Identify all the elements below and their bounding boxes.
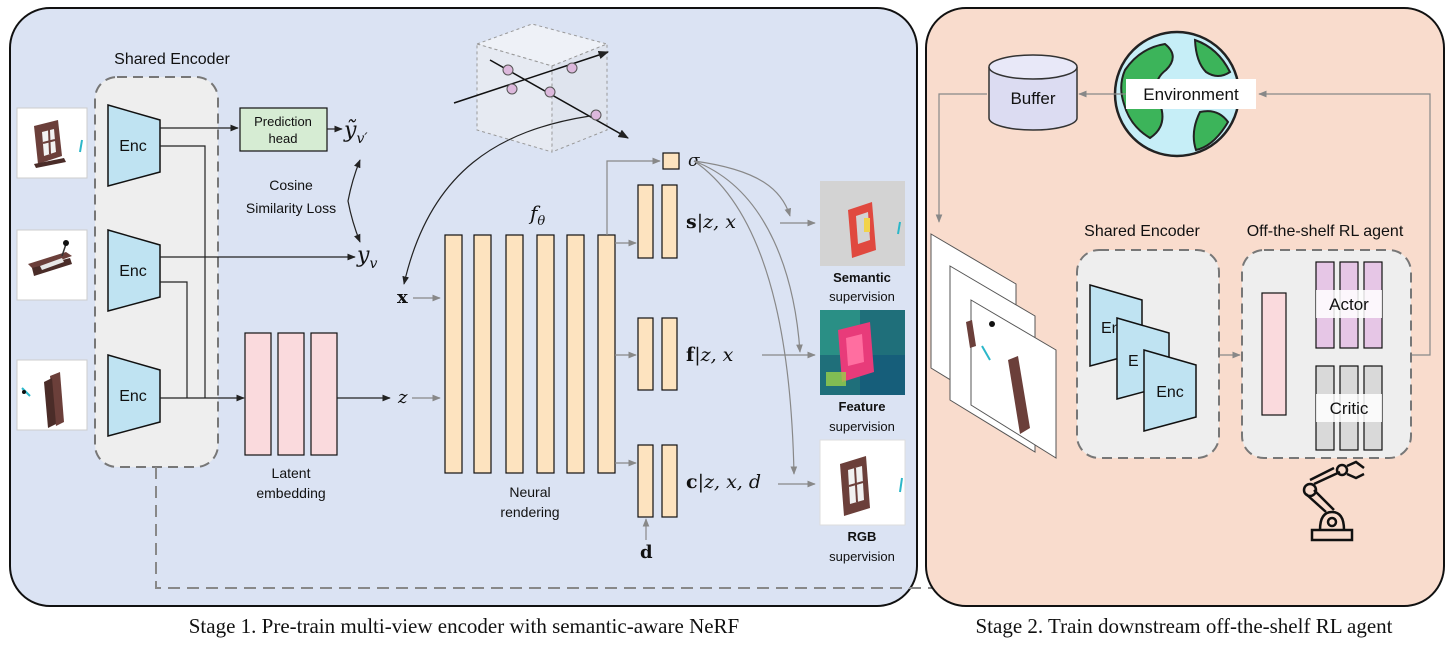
stage2-loop-arrows bbox=[935, 90, 1431, 359]
y-label: yv bbox=[356, 243, 377, 272]
buffer-cylinder bbox=[988, 54, 1078, 131]
latent-embedding bbox=[244, 332, 338, 456]
rl-latent-bar bbox=[1261, 292, 1287, 416]
stage2-encoder-3-label: Enc bbox=[1156, 384, 1184, 401]
x-label: x bbox=[397, 287, 408, 308]
input-view-1 bbox=[16, 107, 88, 179]
feature-supervision-image bbox=[820, 310, 905, 395]
stage2-encoder-2-label: E bbox=[1128, 353, 1139, 370]
loss-brace bbox=[347, 159, 361, 243]
encoder-1-label: Enc bbox=[119, 138, 147, 155]
environment-label: Environment bbox=[1143, 85, 1239, 104]
encoder-3-label: Enc bbox=[119, 388, 147, 405]
semantic-supervision-title: Semantic bbox=[833, 270, 891, 285]
output-head-semantic bbox=[615, 184, 678, 259]
loss-label-line2: Similarity Loss bbox=[246, 200, 336, 216]
actor-label: Actor bbox=[1329, 295, 1369, 314]
rgb-supervision-title: RGB bbox=[848, 529, 877, 544]
semantic-supervision-image bbox=[820, 181, 905, 266]
encoder-2: Enc bbox=[107, 229, 161, 312]
stage1-panel bbox=[9, 7, 918, 607]
critic-network: Critic bbox=[1315, 365, 1383, 451]
z-label: z bbox=[397, 387, 408, 408]
environment-label-bg bbox=[1126, 79, 1256, 109]
actor-network: Actor bbox=[1315, 261, 1383, 349]
output-head-feature bbox=[615, 317, 678, 391]
rgb-supervision-image bbox=[819, 439, 906, 526]
stage2-caption: Stage 2. Train downstream off-the-shelf … bbox=[975, 614, 1392, 638]
prediction-head-line1: Prediction bbox=[254, 114, 312, 129]
neural-label-line2: rendering bbox=[500, 504, 559, 520]
neural-label-line1: Neural bbox=[509, 484, 550, 500]
prediction-head: Prediction head bbox=[239, 107, 328, 152]
encoder-1: Enc bbox=[107, 104, 161, 187]
cube-to-x-arrow bbox=[402, 115, 591, 285]
semantic-supervision-sub: supervision bbox=[829, 289, 895, 304]
supervision-arrows bbox=[693, 160, 816, 488]
output-label-rgb: c|z, x, d bbox=[686, 471, 761, 493]
encoder-3: Enc bbox=[107, 354, 161, 437]
prediction-head-line2: head bbox=[269, 131, 298, 146]
encoder-transfer-dashed-arrow bbox=[155, 465, 1155, 589]
output-head-rgb bbox=[615, 444, 678, 518]
critic-label: Critic bbox=[1330, 399, 1369, 418]
stage2-encoder-3: Enc bbox=[1143, 349, 1197, 432]
feature-supervision-title: Feature bbox=[839, 399, 886, 414]
sigma-box bbox=[662, 152, 680, 170]
feature-supervision-sub: supervision bbox=[829, 419, 895, 434]
loss-label-line1: Cosine bbox=[269, 177, 313, 193]
latent-label-line1: Latent bbox=[272, 465, 311, 481]
output-label-semantic: s|z, x bbox=[686, 211, 736, 233]
input-view-3 bbox=[16, 359, 88, 431]
nerf-mlp bbox=[444, 234, 616, 474]
stage2-shared-encoder-title: Shared Encoder bbox=[1084, 223, 1200, 240]
rl-agent-title: Off-the-shelf RL agent bbox=[1247, 223, 1404, 240]
nerf-to-sigma-line bbox=[606, 157, 661, 235]
stage2-encoder-1-label: En bbox=[1101, 320, 1121, 337]
output-label-feature: f|z, x bbox=[686, 344, 734, 366]
rgb-supervision-sub: supervision bbox=[829, 549, 895, 564]
encoder-2-label: Enc bbox=[119, 263, 147, 280]
observation-stack bbox=[930, 233, 1057, 459]
shared-encoder-title: Shared Encoder bbox=[114, 51, 230, 68]
ray-cube bbox=[453, 23, 629, 153]
y-tilde-label: ỹv′ bbox=[343, 118, 368, 147]
robot-arm-icon bbox=[1302, 460, 1365, 542]
encoder-connections bbox=[160, 124, 356, 402]
stage1-caption: Stage 1. Pre-train multi-view encoder wi… bbox=[189, 614, 740, 638]
d-label: d bbox=[640, 542, 653, 563]
input-view-2 bbox=[16, 229, 88, 301]
latent-label-line2: embedding bbox=[256, 485, 325, 501]
buffer-label: Buffer bbox=[1010, 89, 1055, 108]
